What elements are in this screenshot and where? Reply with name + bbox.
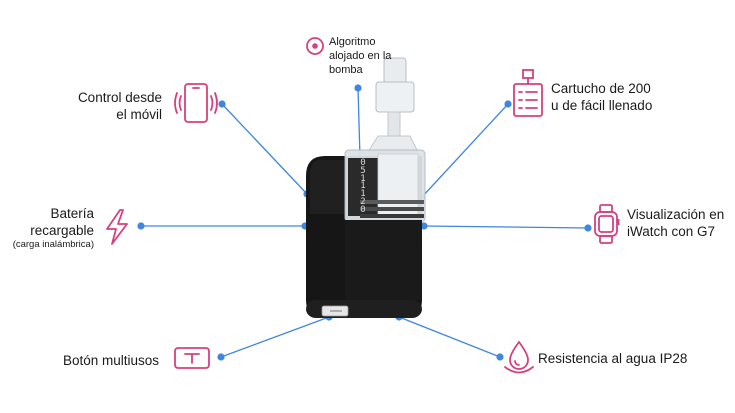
callout-battery-label: Batería recargable (carga inalámbrica) — [0, 205, 94, 251]
callout-water-line1: Resistencia al agua IP28 — [538, 351, 688, 366]
callout-algorithm-label: Algoritmo alojado en la bomba — [329, 35, 391, 77]
callout-algorithm-line3: bomba — [329, 64, 363, 76]
scale-mark: 1 — [360, 173, 366, 184]
callout-watch-line1: Visualización en — [627, 207, 725, 222]
connector-cartridge — [421, 103, 509, 198]
connector-phone — [221, 103, 308, 195]
lightning-bolt-icon — [106, 209, 128, 245]
cartridge-cap — [367, 57, 419, 153]
connector-watch — [423, 225, 589, 229]
scale-mark: 0 — [360, 204, 366, 215]
scale-mark: 1 — [360, 189, 366, 200]
callout-battery-sub: (carga inalámbrica) — [12, 239, 94, 250]
callout-battery-line1: Batería — [50, 206, 94, 221]
connector-button — [220, 316, 330, 358]
scale-mark: 0 — [360, 158, 366, 168]
callout-cartridge-line2: u de fácil llenado — [551, 98, 653, 113]
target-icon — [306, 37, 324, 55]
scale-mark: 2 — [360, 196, 366, 207]
cartridge-icon — [513, 69, 543, 117]
scale-mark: 1 — [360, 181, 366, 192]
connector-water — [398, 316, 501, 358]
cartridge-scale: 0 5 1 1 1 2 0 — [352, 158, 374, 215]
callout-water-label: Resistencia al agua IP28 — [538, 350, 687, 367]
callout-phone-label: Control desde el móvil — [60, 89, 162, 123]
callout-algorithm-line1: Algoritmo — [329, 36, 376, 48]
callout-battery-line2: recargable — [30, 223, 94, 238]
callout-phone-line2: el móvil — [116, 107, 162, 122]
callout-cartridge-line1: Cartucho de 200 — [551, 81, 651, 96]
callout-phone-line1: Control desde — [77, 90, 162, 105]
callout-button-label: Botón multiusos — [63, 352, 159, 369]
callout-algorithm-line2: alojado en la — [329, 50, 392, 62]
callout-watch-line2: iWatch con G7 — [627, 224, 716, 239]
button-icon — [174, 347, 210, 369]
callout-button-line1: Botón multiusos — [63, 353, 160, 368]
callout-cartridge-label: Cartucho de 200 u de fácil llenado — [551, 80, 652, 114]
smartwatch-icon — [594, 204, 620, 244]
smartphone-icon — [174, 83, 218, 123]
callout-watch-label: Visualización en iWatch con G7 — [627, 206, 724, 240]
water-drop-icon — [504, 340, 534, 374]
scale-mark: 5 — [360, 165, 366, 176]
